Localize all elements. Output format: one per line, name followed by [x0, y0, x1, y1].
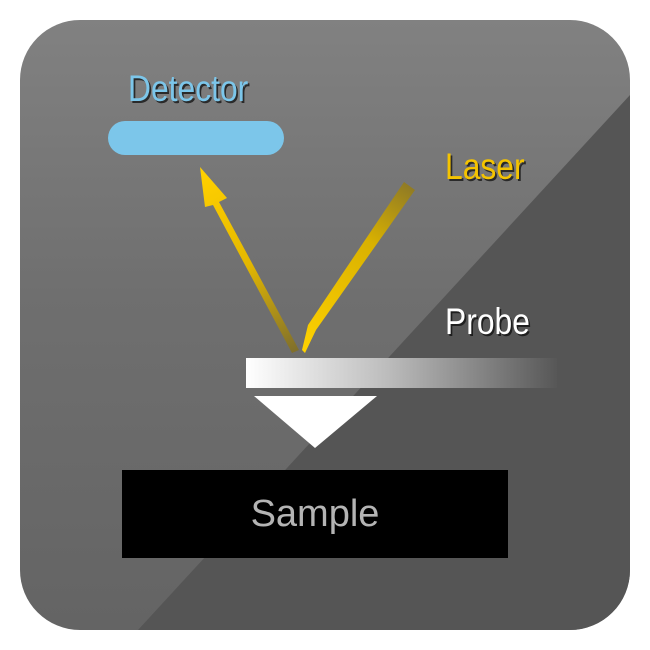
detector-bar: [108, 121, 284, 155]
detector-label: Detector: [128, 68, 249, 109]
laser-label: Laser: [445, 146, 525, 187]
sample-block: Sample: [122, 470, 508, 558]
reflected-beam-arrow: [200, 167, 299, 353]
probe-tip: [254, 396, 377, 448]
laser-beam-arrow: [302, 182, 415, 353]
probe-label: Probe: [445, 301, 530, 342]
cantilever: [246, 358, 557, 388]
diagram-panel: Detector Laser Probe Sample: [20, 20, 630, 630]
sample-label: Sample: [250, 493, 380, 535]
